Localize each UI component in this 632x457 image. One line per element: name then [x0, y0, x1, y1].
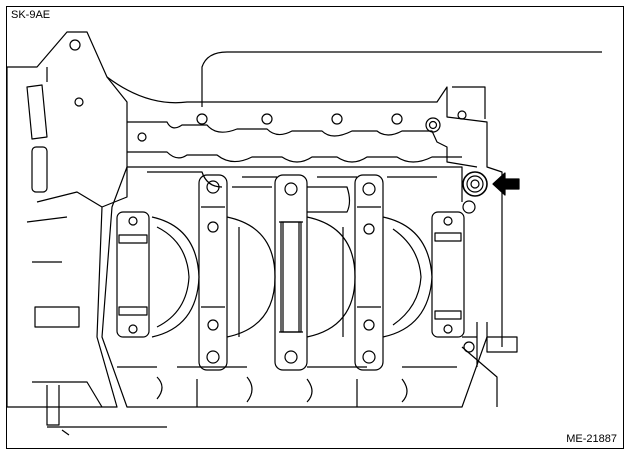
bearing-cap-2 [198, 174, 228, 371]
figure-frame: SK-9AE ME-21887 [6, 6, 624, 449]
cylinder-block-drawing [7, 31, 602, 436]
bearing-cap-4 [354, 174, 384, 371]
bearing-cap-3 [274, 174, 308, 371]
block-body [101, 166, 488, 408]
cylinder-bores [151, 186, 433, 338]
plug-icon [462, 171, 488, 197]
deck-surface [127, 110, 478, 168]
left-housing [7, 31, 167, 436]
block-top-outline [106, 51, 602, 347]
figure-code-bottom: ME-21887 [566, 433, 617, 445]
arrow-left-icon [492, 172, 520, 196]
bearing-cap-5 [431, 211, 465, 338]
figure-code-top: SK-9AE [11, 9, 51, 21]
bearing-cap-1 [116, 211, 150, 338]
right-end [461, 200, 518, 407]
